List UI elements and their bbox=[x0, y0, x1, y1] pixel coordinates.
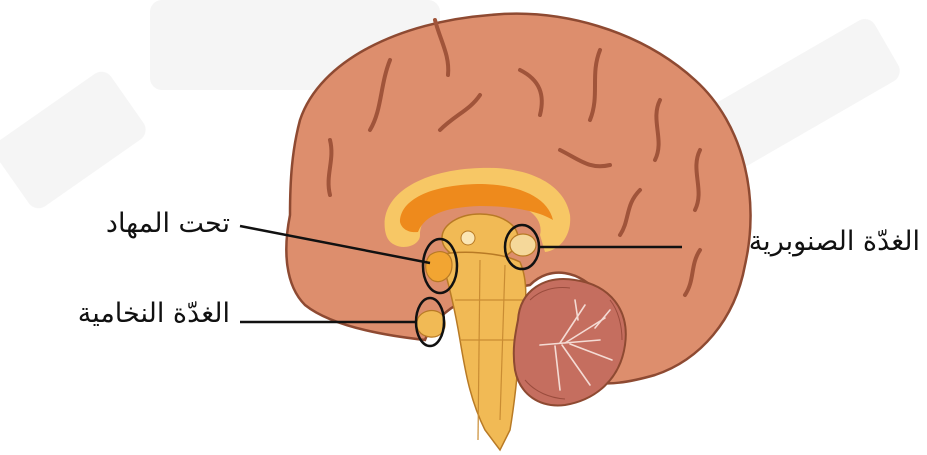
pituitary-gland-label: الغدّة النخامية bbox=[10, 300, 230, 327]
hypothalamus-label: تحت المهاد bbox=[10, 210, 230, 237]
pineal-gland-label: الغدّة الصنوبرية bbox=[690, 228, 920, 255]
pituitary-gland bbox=[417, 311, 445, 338]
hypothalamus bbox=[426, 252, 452, 282]
pineal-gland bbox=[510, 234, 536, 256]
